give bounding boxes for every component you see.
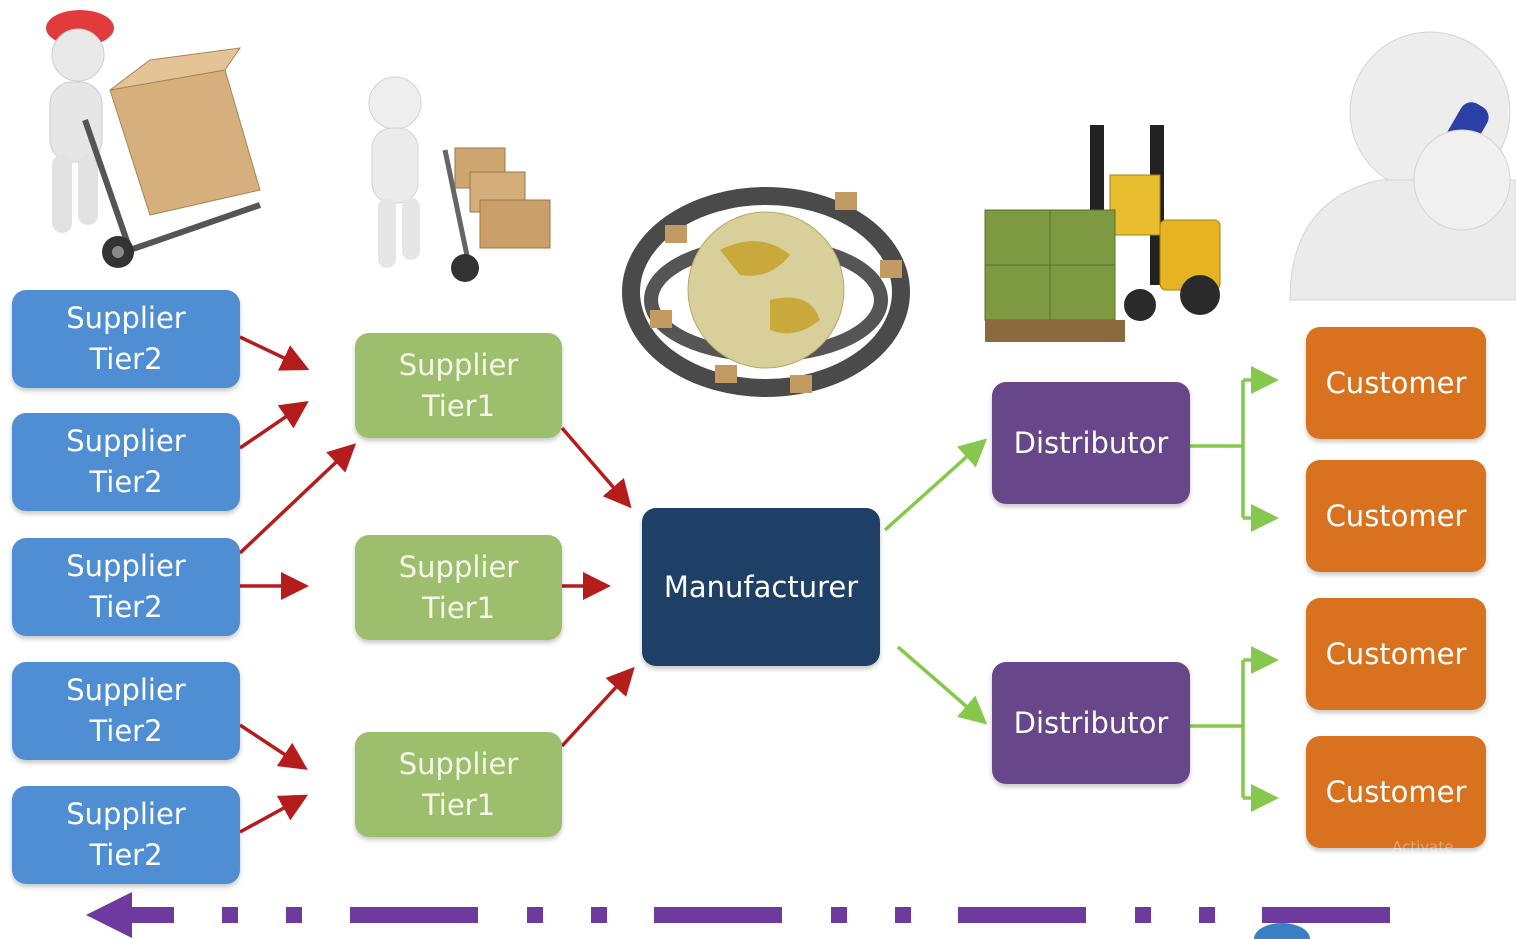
delivery-person-with-hand-truck-icon [46, 10, 261, 268]
customer-label: Customer [1325, 636, 1467, 671]
box-label-line1: Supplier [398, 347, 519, 382]
distributor-label: Distributor [1013, 705, 1169, 740]
distributor-label: Distributor [1013, 425, 1169, 460]
delivery-person-with-boxes-icon [368, 76, 551, 282]
watermark-text: Activate [1392, 838, 1454, 856]
arrow-t1a-mfg [560, 426, 632, 509]
box-label-line1: Supplier [66, 549, 186, 583]
arrow-t1c-mfg [560, 666, 635, 748]
globe-conveyor-icon [622, 187, 910, 397]
distribution-arrows [883, 366, 1279, 812]
manufacturer-label: Manufacturer [663, 569, 859, 604]
arrow-t2c-t1a [238, 443, 357, 555]
distributor-box: Distributor [992, 382, 1190, 504]
box-label-line1: Supplier [66, 424, 186, 458]
person-on-phone-icon [1289, 31, 1516, 301]
box-label-line2: Tier2 [89, 590, 163, 624]
box-label-line2: Tier2 [89, 714, 163, 748]
distributor-box: Distributor [992, 662, 1190, 784]
arrow-mfg-dist2 [896, 645, 988, 725]
customer-label: Customer [1325, 498, 1467, 533]
customer-box: Customer [1306, 598, 1486, 710]
supply-arrows [238, 335, 635, 834]
customer-box: Customer [1306, 460, 1486, 572]
box-label-line2: Tier1 [421, 388, 496, 423]
customer-label: Customer [1325, 365, 1467, 400]
box-label-line1: Supplier [66, 301, 186, 335]
arrow-t2b-t1a [239, 401, 309, 450]
arrow-t2e-t1c [239, 794, 309, 834]
box-label-line2: Tier2 [89, 838, 163, 872]
box-label-line1: Supplier [398, 746, 519, 781]
manufacturer-box: Manufacturer [642, 508, 880, 666]
customer-box: Customer [1306, 736, 1486, 848]
box-label-line1: Supplier [66, 673, 186, 707]
corner-globe-icon [1254, 923, 1310, 939]
customer-label: Customer [1325, 774, 1467, 809]
customer-box: Customer [1306, 327, 1486, 439]
arrow-mfg-dist1 [883, 438, 988, 532]
arrow-t2d-t1c [239, 723, 308, 770]
return-arrowhead [86, 892, 132, 938]
box-label-line1: Supplier [66, 797, 186, 831]
box-label-line2: Tier1 [421, 590, 496, 625]
box-label-line1: Supplier [398, 549, 519, 584]
box-label-line2: Tier2 [89, 465, 163, 499]
box-label-line2: Tier2 [89, 342, 163, 376]
return-flow-arrow [86, 892, 1390, 938]
box-label-line2: Tier1 [421, 787, 496, 822]
forklift-with-pallet-icon [984, 125, 1221, 342]
arrow-t2a-t1a [239, 335, 310, 371]
